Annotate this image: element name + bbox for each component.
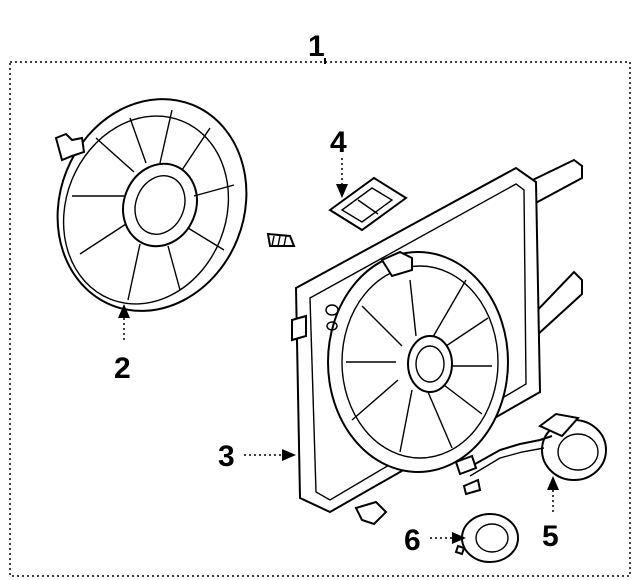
shroud-part: [291, 158, 583, 514]
assembly-border: [9, 61, 631, 577]
callout-1-label: 1: [308, 30, 325, 63]
callout-3: 3: [218, 440, 296, 473]
callout-6-label: 6: [404, 524, 421, 557]
clip-part: [354, 500, 388, 526]
callout-4: 4: [330, 126, 348, 198]
fan-blade-part: [54, 98, 248, 312]
label-part: [328, 176, 408, 232]
motor-part: [454, 412, 607, 496]
callout-6: 6: [404, 524, 466, 557]
callout-4-label: 4: [330, 126, 347, 159]
callout-1: 1: [308, 30, 326, 64]
callout-5: 5: [542, 476, 559, 553]
callout-2-label: 2: [114, 352, 131, 385]
screw-part: [266, 232, 296, 247]
callout-5-label: 5: [542, 520, 559, 553]
callout-2: 2: [114, 304, 131, 385]
callout-3-label: 3: [218, 440, 235, 473]
